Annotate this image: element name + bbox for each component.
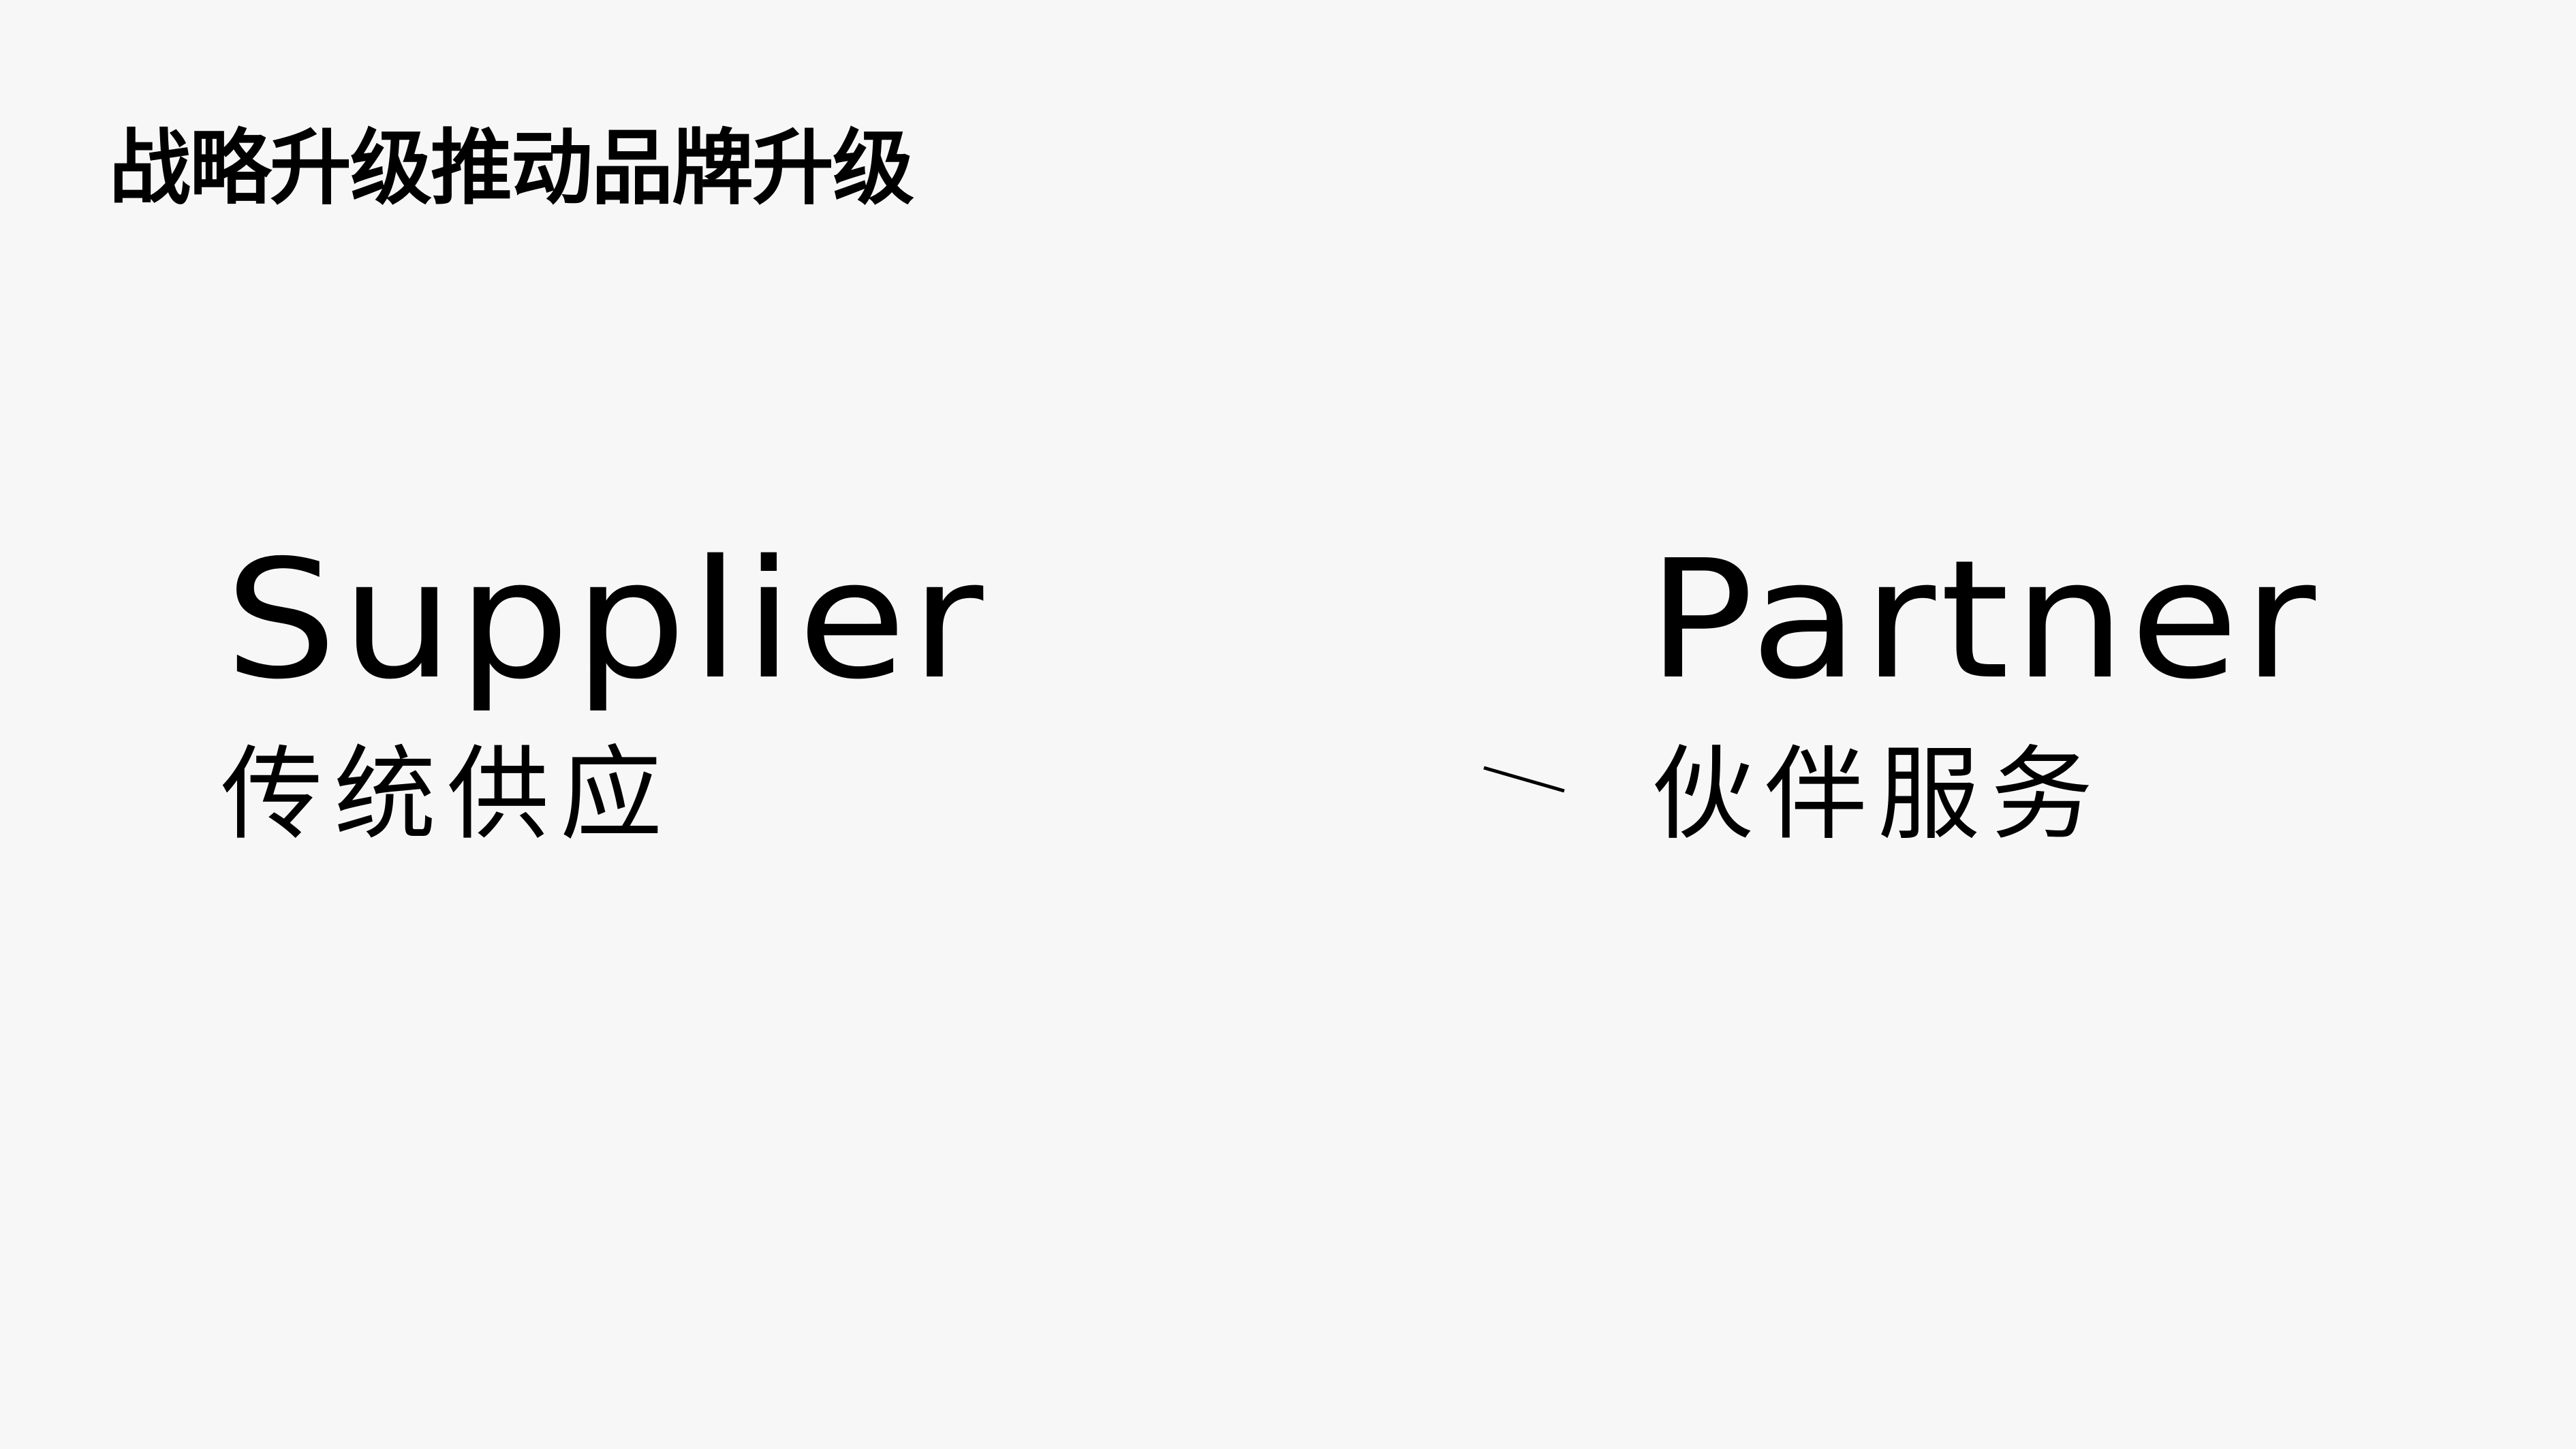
to-chinese-label: 伙伴服务 <box>1651 736 2105 854</box>
from-english-label: Supplier <box>225 525 988 715</box>
page-title: 战略升级推动品牌升级 <box>109 121 914 216</box>
from-chinese-label: 传统供应 <box>221 736 674 854</box>
right-arrow-icon <box>1483 766 1565 793</box>
arrow-head <box>1483 766 1565 793</box>
to-english-label: Partner <box>1647 525 2321 715</box>
